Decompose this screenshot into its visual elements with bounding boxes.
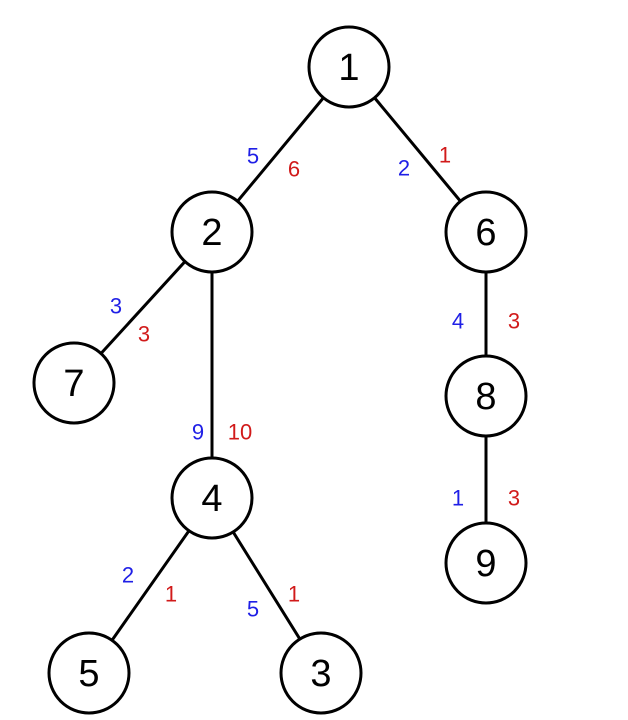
- node-6-label: 6: [475, 212, 496, 254]
- edge-8-9-red-weight: 3: [508, 486, 520, 511]
- node-7-circle: [32, 341, 116, 425]
- node-5-label: 5: [78, 653, 99, 695]
- edge-6-8-red-weight: 3: [508, 309, 520, 334]
- node-5: 5: [47, 631, 131, 715]
- edge-8-9-blue-weight: 1: [452, 486, 464, 511]
- node-3-label: 3: [310, 653, 331, 695]
- node-2: 2: [170, 190, 254, 274]
- node-9: 9: [444, 521, 528, 605]
- node-9-label: 9: [475, 543, 496, 585]
- node-3-circle: [279, 631, 363, 715]
- edge-1-6-blue-weight: 2: [398, 156, 410, 181]
- node-4: 4: [170, 456, 254, 540]
- edge-6-8-blue-weight: 4: [452, 309, 464, 334]
- node-2-circle: [170, 190, 254, 274]
- node-8: 8: [444, 354, 528, 438]
- edge-2-7-blue-weight: 3: [110, 294, 122, 319]
- edge-1-6-red-weight: 1: [439, 143, 451, 168]
- node-4-circle: [170, 456, 254, 540]
- node-7-label: 7: [63, 363, 84, 405]
- edge-4-5-blue-weight: 2: [122, 563, 134, 588]
- node-6-circle: [444, 190, 528, 274]
- node-2-label: 2: [201, 212, 222, 254]
- node-1-circle: [307, 25, 391, 109]
- edges-layer: [72, 65, 488, 675]
- nodes-layer: 1 2 6 7 4 8 5 3 9: [32, 25, 528, 715]
- node-1-label: 1: [338, 47, 359, 89]
- edge-4-3-blue-weight: 5: [247, 597, 259, 622]
- node-9-circle: [444, 521, 528, 605]
- edge-2-4-blue-weight: 9: [192, 420, 204, 445]
- node-8-label: 8: [475, 376, 496, 418]
- edge-2-7-red-weight: 3: [138, 322, 150, 347]
- node-8-circle: [444, 354, 528, 438]
- edge-2-4-red-weight: 10: [228, 420, 252, 445]
- edge-1-2-blue-weight: 5: [247, 144, 259, 169]
- edge-4-5-red-weight: 1: [165, 582, 177, 607]
- node-1: 1: [307, 25, 391, 109]
- node-6: 6: [444, 190, 528, 274]
- edge-1-2-red-weight: 6: [288, 157, 300, 182]
- node-3: 3: [279, 631, 363, 715]
- edge-4-3-red-weight: 1: [288, 582, 300, 607]
- node-7: 7: [32, 341, 116, 425]
- node-5-circle: [47, 631, 131, 715]
- node-4-label: 4: [201, 478, 222, 520]
